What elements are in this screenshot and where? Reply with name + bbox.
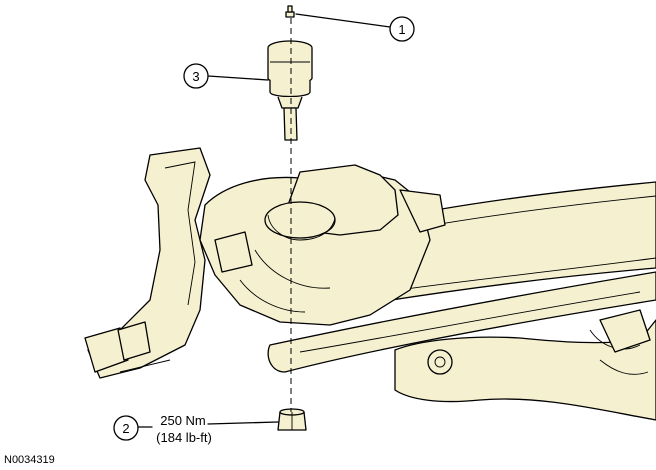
- figure-id: N0034319: [4, 454, 55, 466]
- callout-2-number: 2: [122, 421, 129, 436]
- axle-housing: [199, 164, 446, 326]
- callout-3-number: 3: [192, 69, 199, 84]
- callout-2: 2: [113, 415, 279, 441]
- steering-knuckle: [84, 147, 211, 379]
- callout-1-number: 1: [398, 22, 405, 37]
- upper-nut: [285, 5, 295, 18]
- ball-joint: [267, 40, 313, 141]
- torque-spec-metric: 250 Nm: [160, 413, 206, 428]
- callout-1: 1: [295, 13, 415, 42]
- radius-arm: [267, 271, 656, 373]
- lower-bracket: [394, 309, 656, 421]
- callout-3: 3: [183, 63, 269, 89]
- torque-spec-imperial: (184 lb-ft): [156, 430, 212, 445]
- lower-nut: [277, 408, 307, 431]
